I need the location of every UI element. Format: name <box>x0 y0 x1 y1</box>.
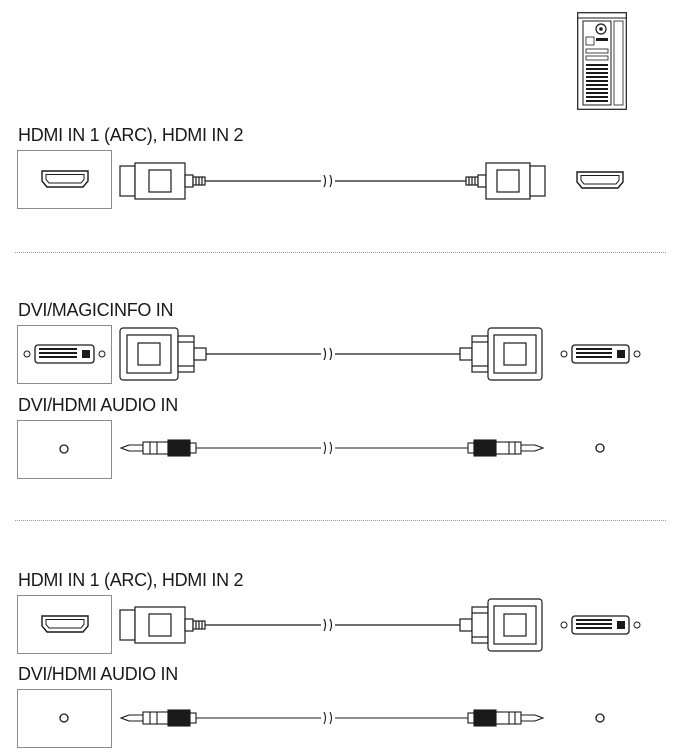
hdmi-port-icon <box>41 615 89 633</box>
hdmi-to-hdmi-cable <box>119 162 546 200</box>
hdmi-to-dvi-cable <box>119 598 543 652</box>
pc-audio-jack-icon <box>595 443 605 453</box>
monitor-hdmi-port-panel <box>17 150 112 209</box>
monitor-audio-jack-panel <box>17 420 112 479</box>
connection-label: DVI/HDMI AUDIO IN <box>18 395 178 415</box>
pc-audio-jack-icon <box>595 713 605 723</box>
audio-jack-icon <box>59 444 69 454</box>
audio-to-audio-cable <box>119 709 545 727</box>
monitor-hdmi-port-panel <box>17 595 112 654</box>
dvi-to-dvi-cable <box>119 327 543 381</box>
pc-dvi-port-icon <box>560 615 641 635</box>
audio-to-audio-cable <box>119 439 545 457</box>
monitor-audio-jack-panel <box>17 689 112 748</box>
section-divider <box>15 520 666 521</box>
section-divider <box>15 252 666 253</box>
desktop-pc-tower-icon <box>577 12 627 110</box>
connection-label: DVI/MAGICINFO IN <box>18 300 174 320</box>
pc-dvi-port-icon <box>560 344 641 364</box>
connection-label: DVI/HDMI AUDIO IN <box>18 664 178 684</box>
hdmi-port-icon <box>41 170 89 188</box>
monitor-dvi-port-panel <box>17 325 112 384</box>
pc-hdmi-port-icon <box>576 171 624 189</box>
dvi-port-icon <box>23 344 106 364</box>
connection-label: HDMI IN 1 (ARC), HDMI IN 2 <box>18 570 244 590</box>
audio-jack-icon <box>59 713 69 723</box>
connection-label: HDMI IN 1 (ARC), HDMI IN 2 <box>18 125 244 145</box>
